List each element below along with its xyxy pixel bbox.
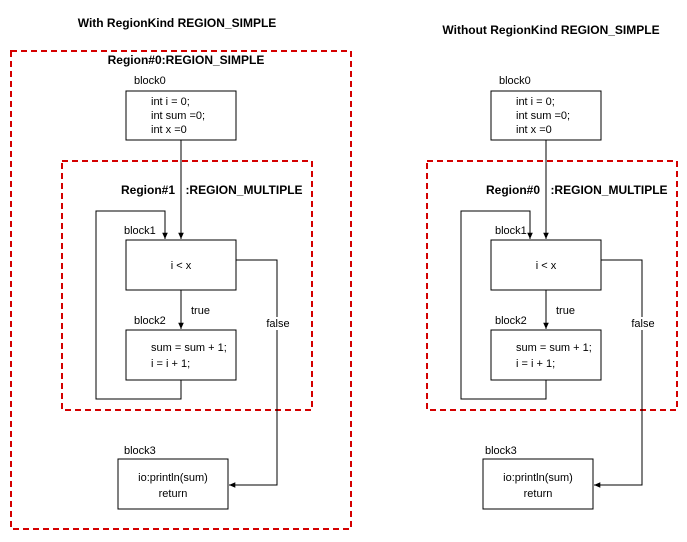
left-block3-line: io:println(sum) [138,472,208,484]
left-inner-region-id: Region#1 [121,183,175,197]
left-edge-false [229,259,278,488]
right-edge-false [594,259,643,488]
left-block1-name: block1 [124,225,156,237]
right-inner-region-kind: :REGION_MULTIPLE [550,183,667,197]
left-block0-line: int x =0 [151,124,187,136]
right-inner-region [426,160,678,411]
left-block2-name: block2 [134,315,166,327]
left-inner-region-kind: :REGION_MULTIPLE [185,183,302,197]
left-edge-loop-back [95,210,182,400]
left-false-label-bg [265,317,291,330]
right-false-label-bg [630,317,656,330]
left-block1-line: i < x [171,260,192,272]
left-title: With RegionKind REGION_SIMPLE [78,16,277,30]
left-true-label: true [191,305,210,317]
right-block0-line: int sum =0; [516,110,570,122]
right-block1-box [490,239,602,291]
left-block3-line: return [159,488,188,500]
left-inner-region [61,160,313,411]
right-block3-line: io:println(sum) [503,472,573,484]
left-block2-box [125,329,237,381]
right-false-label: false [631,318,654,330]
left-block2-line: i = i + 1; [151,358,190,370]
left-block0-name: block0 [134,75,166,87]
left-block0-box [125,90,237,141]
right-true-label: true [556,305,575,317]
left-false-label: false [266,318,289,330]
left-outer-region [10,50,352,530]
right-title: Without RegionKind REGION_SIMPLE [442,23,659,37]
right-diagram: Without RegionKind REGION_SIMPLE Region#… [426,23,678,510]
right-block2-line: i = i + 1; [516,358,555,370]
left-outer-region-label: Region#0:REGION_SIMPLE [108,53,265,67]
right-block0-line: int i = 0; [516,96,555,108]
left-diagram: With RegionKind REGION_SIMPLE Region#0:R… [10,16,352,530]
left-block3-name: block3 [124,445,156,457]
left-block0-line: int i = 0; [151,96,190,108]
left-block0-line: int sum =0; [151,110,205,122]
right-block1-line: i < x [536,260,557,272]
right-block3-box [482,458,594,510]
right-block2-box [490,329,602,381]
right-block3-name: block3 [485,445,517,457]
left-block3-box [117,458,229,510]
left-block2-line: sum = sum + 1; [151,342,227,354]
right-block2-line: sum = sum + 1; [516,342,592,354]
right-block3-line: return [524,488,553,500]
right-block0-name: block0 [499,75,531,87]
right-block1-name: block1 [495,225,527,237]
right-inner-region-id: Region#0 [486,183,540,197]
right-block0-line: int x =0 [516,124,552,136]
right-edge-loop-back [460,210,547,400]
right-block2-name: block2 [495,315,527,327]
